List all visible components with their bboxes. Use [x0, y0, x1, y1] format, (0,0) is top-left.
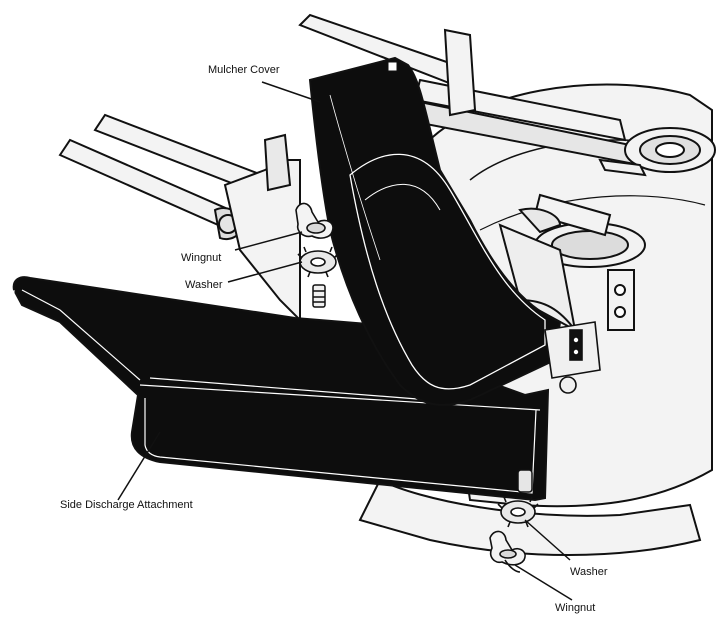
pulley-assembly: [518, 127, 716, 331]
label-mulcher-cover: Mulcher Cover: [208, 64, 280, 76]
leader-washer-top: [227, 261, 303, 283]
leader-mulcher-cover: [261, 81, 321, 103]
side-discharge-attachment: [12, 276, 550, 502]
label-wingnut-top: Wingnut: [181, 252, 222, 264]
mount-bracket: [223, 28, 577, 332]
wingnut-bottom: [489, 530, 526, 573]
bolt-top: [312, 284, 326, 308]
label-washer-top: Washer: [185, 279, 223, 291]
leader-lines: [117, 81, 573, 601]
washer-bottom: [497, 496, 539, 528]
label-washer-bottom: Washer: [570, 566, 608, 578]
leader-side-discharge: [117, 431, 161, 501]
leader-wingnut-bottom: [514, 564, 573, 601]
leader-wingnut-top: [234, 231, 303, 251]
wingnut-top: [295, 202, 334, 239]
label-wingnut-bottom: Wingnut: [555, 602, 596, 614]
washer-top: [297, 246, 339, 278]
label-side-discharge-attachment: Side Discharge Attachment: [60, 499, 193, 511]
hinge: [544, 321, 601, 394]
leader-washer-bottom: [524, 519, 571, 561]
